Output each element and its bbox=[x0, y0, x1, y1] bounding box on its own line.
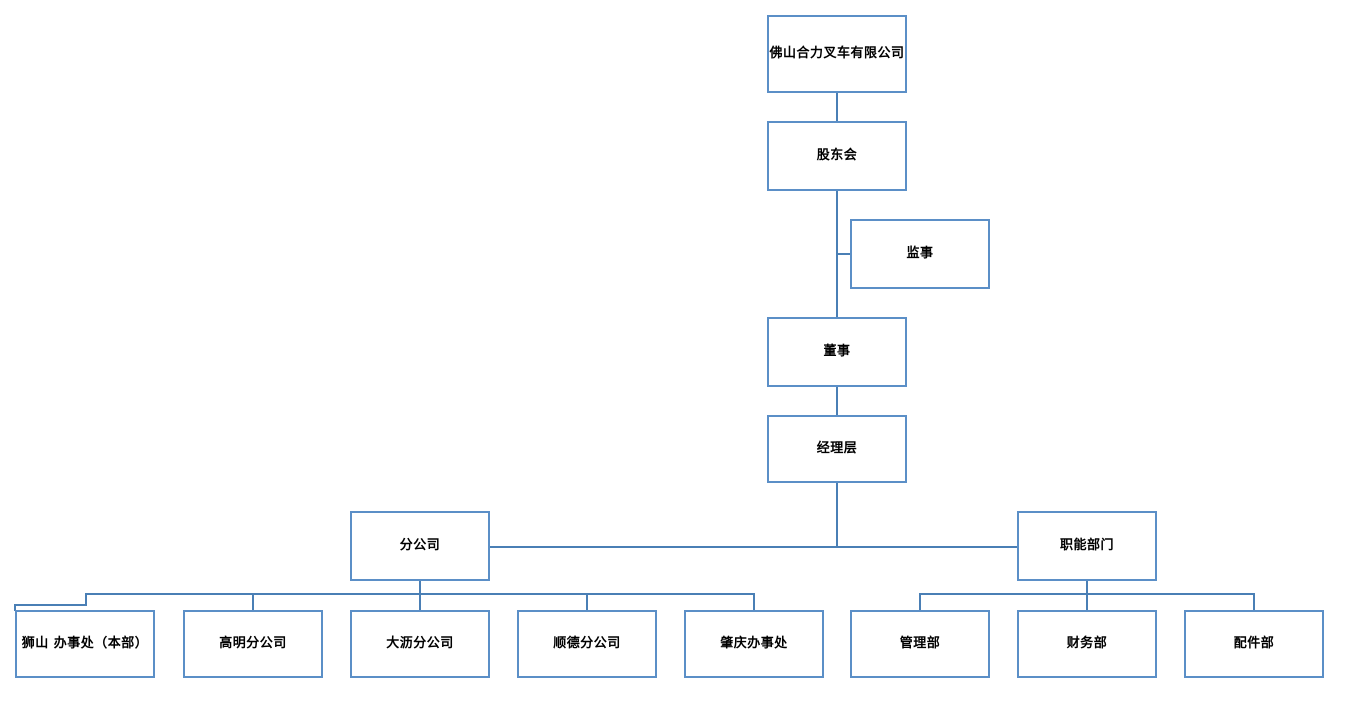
connector-drop-parts bbox=[1253, 593, 1255, 611]
connector-level5-bar bbox=[489, 546, 1020, 548]
node-shunde-label: 顺德分公司 bbox=[553, 636, 621, 652]
node-management[interactable]: 经理层 bbox=[767, 415, 907, 483]
node-gaoming[interactable]: 高明分公司 bbox=[183, 610, 323, 678]
node-dali[interactable]: 大沥分公司 bbox=[350, 610, 490, 678]
connector-branches-drop bbox=[419, 581, 421, 595]
node-parts[interactable]: 配件部 bbox=[1184, 610, 1324, 678]
node-company[interactable]: 佛山合力叉车有限公司 bbox=[767, 15, 907, 93]
connector-management-to-branchbar bbox=[836, 483, 838, 547]
node-finance-label: 财务部 bbox=[1066, 636, 1108, 652]
node-branches[interactable]: 分公司 bbox=[350, 511, 490, 581]
node-functional-label: 职能部门 bbox=[1059, 538, 1114, 554]
connector-drop-admin bbox=[919, 593, 921, 611]
connector-drop-shishan-end bbox=[14, 604, 16, 611]
node-zhaoqing-label: 肇庆办事处 bbox=[720, 636, 788, 652]
node-gaoming-label: 高明分公司 bbox=[219, 636, 287, 652]
node-functional[interactable]: 职能部门 bbox=[1017, 511, 1157, 581]
connector-company-to-shareholders bbox=[836, 93, 838, 121]
node-dali-label: 大沥分公司 bbox=[386, 636, 454, 652]
node-director-label: 董事 bbox=[823, 344, 851, 360]
node-admin[interactable]: 管理部 bbox=[850, 610, 990, 678]
node-branches-label: 分公司 bbox=[399, 538, 441, 554]
connector-functional-drop bbox=[1086, 581, 1088, 595]
node-finance[interactable]: 财务部 bbox=[1017, 610, 1157, 678]
node-supervisor-label: 监事 bbox=[906, 246, 934, 262]
connector-drop-shunde bbox=[586, 593, 588, 611]
node-admin-label: 管理部 bbox=[899, 636, 941, 652]
node-company-label: 佛山合力叉车有限公司 bbox=[769, 46, 905, 62]
node-shunde[interactable]: 顺德分公司 bbox=[517, 610, 657, 678]
node-shareholders[interactable]: 股东会 bbox=[767, 121, 907, 191]
node-parts-label: 配件部 bbox=[1233, 636, 1275, 652]
node-supervisor[interactable]: 监事 bbox=[850, 219, 990, 289]
connector-drop-shishan-riser bbox=[85, 593, 87, 605]
node-shishan[interactable]: 狮山 办事处（本部） bbox=[15, 610, 155, 678]
node-shareholders-label: 股东会 bbox=[816, 148, 858, 164]
connector-drop-gaoming bbox=[252, 593, 254, 611]
node-management-label: 经理层 bbox=[816, 441, 858, 457]
connector-drop-zhaoqing bbox=[753, 593, 755, 611]
connector-drop-shishan bbox=[14, 604, 87, 606]
connector-drop-dali bbox=[419, 593, 421, 611]
node-shishan-label: 狮山 办事处（本部） bbox=[21, 636, 149, 652]
connector-trunk-to-supervisor bbox=[836, 253, 852, 255]
node-director[interactable]: 董事 bbox=[767, 317, 907, 387]
node-zhaoqing[interactable]: 肇庆办事处 bbox=[684, 610, 824, 678]
connector-drop-finance bbox=[1086, 593, 1088, 611]
connector-director-to-management bbox=[836, 387, 838, 415]
